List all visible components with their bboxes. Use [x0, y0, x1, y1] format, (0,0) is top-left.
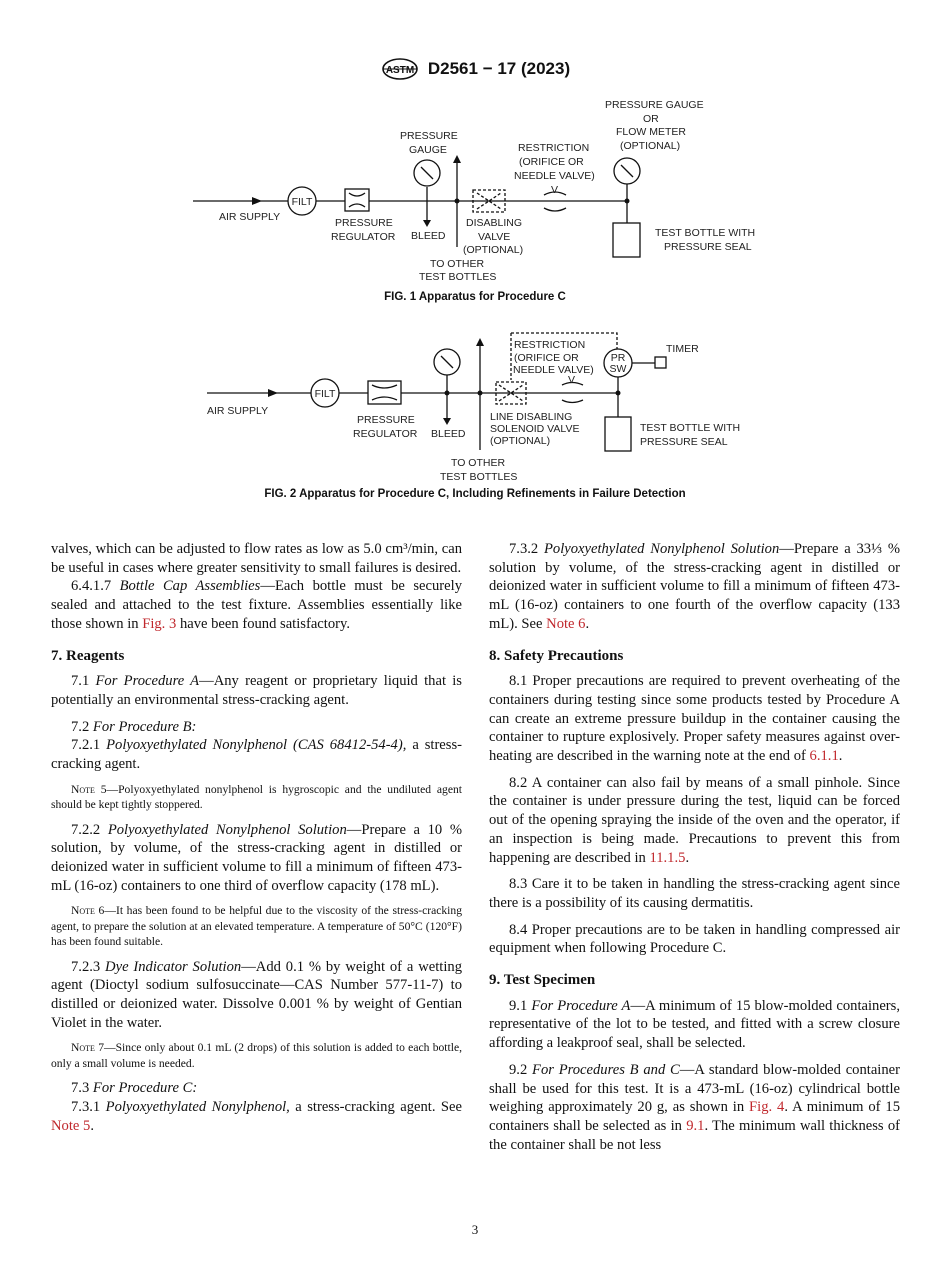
fig1-bottle-1: TEST BOTTLE WITH — [655, 227, 755, 239]
fig1-restriction-3: NEEDLE VALVE) — [514, 170, 595, 182]
fig2-restriction-1: RESTRICTION — [514, 339, 585, 351]
link-fig-3[interactable]: Fig. 3 — [142, 615, 177, 632]
astm-logo: ASTM — [382, 58, 418, 80]
fig2-line-1: LINE DISABLING — [490, 411, 572, 423]
fig2-bottle-2: PRESSURE SEAL — [640, 436, 728, 448]
para-7-3-1: 7.3.1 Polyoxyethylated Nonylphenol, a st… — [51, 1098, 462, 1134]
figure-2-diagram: FILT AIR SUPPLY PRESSURE REGULATOR BLEED… — [207, 332, 740, 483]
fig1-regulator-2: REGULATOR — [331, 231, 396, 243]
link-11-1-5[interactable]: 11.1.5 — [649, 849, 686, 866]
para-8-1: 8.1 Proper precautions are required to p… — [489, 673, 900, 765]
para-7-1: 7.1 For Procedure A—Any reagent or propr… — [51, 673, 462, 708]
fig2-bleed: BLEED — [431, 428, 466, 440]
fig1-v: V — [551, 184, 558, 196]
fig2-regulator-2: REGULATOR — [353, 428, 418, 440]
para-7-3: 7.3 For Procedure C: — [71, 1080, 198, 1097]
fig1-disabling-3: (OPTIONAL) — [463, 244, 523, 256]
fig1-restriction-1: RESTRICTION — [518, 142, 589, 154]
fig2-v: V — [568, 374, 575, 386]
note-5: Note 5—Polyoxyethylated nonylphenol is h… — [51, 782, 462, 812]
fig1-other-2: TEST BOTTLES — [419, 271, 496, 283]
designation: D2561 − 17 (2023) — [427, 59, 571, 78]
para-9-2: 9.2 For Procedures B and C—A standard bl… — [489, 1061, 901, 1153]
para-7-2-1: 7.2.1 Polyoxyethylated Nonylphenol (CAS … — [51, 737, 463, 773]
figure-2: FILT AIR SUPPLY PRESSURE REGULATOR BLEED… — [0, 325, 950, 490]
fig2-regulator-1: PRESSURE — [357, 414, 415, 426]
fig2-timer: TIMER — [666, 343, 699, 355]
fig1-bleed: BLEED — [411, 230, 446, 242]
heading-reagents: 7. Reagents — [51, 647, 125, 664]
fig2-line-2: SOLENOID VALVE — [490, 423, 579, 435]
fig1-gauge-or-1: PRESSURE GAUGE — [605, 99, 704, 111]
page-number: 3 — [471, 1222, 479, 1237]
astm-logo-text: ASTM — [386, 65, 414, 76]
para-9-1: 9.1 For Procedure A—A minimum of 15 blow… — [489, 997, 900, 1052]
fig1-gauge-2: GAUGE — [409, 144, 447, 156]
para-8-2: 8.2 A container can also fail by means o… — [489, 774, 900, 866]
heading-safety: 8. Safety Precautions — [489, 647, 624, 664]
fig2-other-1: TO OTHER — [451, 457, 505, 469]
fig1-gauge-or-2: OR — [643, 113, 659, 125]
fig1-gauge-or-4: (OPTIONAL) — [620, 140, 680, 152]
note-6: Note 6—It has been found to be helpful d… — [51, 904, 462, 949]
left-column: valves, which can be adjusted to flow ra… — [51, 540, 462, 1135]
fig2-air-supply: AIR SUPPLY — [207, 405, 268, 417]
fig2-other-2: TEST BOTTLES — [440, 471, 517, 483]
fig2-filt: FILT — [315, 388, 336, 400]
fig1-disabling-2: VALVE — [478, 231, 510, 243]
fig1-other-1: TO OTHER — [430, 258, 484, 270]
fig2-restriction-2: (ORIFICE OR — [514, 352, 579, 364]
fig1-air-supply: AIR SUPPLY — [219, 211, 280, 223]
fig1-gauge-1: PRESSURE — [400, 130, 458, 142]
fig1-regulator-1: PRESSURE — [335, 217, 393, 229]
para-6-4-1-7: 6.4.1.7 Bottle Cap Assemblies—Each bottl… — [51, 578, 462, 632]
fig1-disabling-1: DISABLING — [466, 217, 522, 229]
note-7: Note 7—Since only about 0.1 mL (2 drops)… — [51, 1041, 462, 1070]
figure-1-caption: FIG. 1 Apparatus for Procedure C — [384, 291, 566, 303]
figure-1: FILT AIR SUPPLY PRESSURE REGULATOR BLEED… — [0, 95, 950, 290]
fig2-bottle-1: TEST BOTTLE WITH — [640, 422, 740, 434]
link-6-1-1[interactable]: 6.1.1 — [809, 748, 839, 765]
link-note-6[interactable]: Note 6 — [546, 615, 586, 632]
fig1-bottle-2: PRESSURE SEAL — [664, 241, 752, 253]
para-7-2-2: 7.2.2 Polyoxyethylated Nonylphenol Solut… — [51, 821, 462, 894]
link-note-5[interactable]: Note 5 — [51, 1117, 91, 1134]
fig1-filt: FILT — [292, 196, 313, 208]
fig2-line-3: (OPTIONAL) — [490, 435, 550, 447]
page-header: ASTM D2561 − 17 (2023) — [0, 58, 950, 85]
fig2-restriction-3: NEEDLE VALVE) — [513, 364, 594, 376]
link-fig-4[interactable]: Fig. 4 — [749, 1099, 785, 1116]
para-continued: valves, which can be adjusted to flow ra… — [51, 541, 462, 576]
para-8-4: 8.4 Proper precautions are to be taken i… — [489, 921, 900, 957]
fig2-pr: PR — [611, 352, 626, 364]
figure-1-diagram: FILT AIR SUPPLY PRESSURE REGULATOR BLEED… — [193, 99, 755, 283]
fig1-gauge-or-3: FLOW METER — [616, 126, 686, 138]
fig1-restriction-2: (ORIFICE OR — [519, 156, 584, 168]
para-7-3-2: 7.3.2 Polyoxyethylated Nonylphenol Solut… — [489, 541, 900, 632]
heading-test-specimen: 9. Test Specimen — [489, 972, 596, 989]
link-9-1[interactable]: 9.1 — [686, 1117, 705, 1134]
right-column: 7.3.2 Polyoxyethylated Nonylphenol Solut… — [489, 540, 900, 1154]
para-8-3: 8.3 Care it to be taken in handling the … — [489, 876, 900, 911]
para-7-2-3: 7.2.3 Dye Indicator Solution—Add 0.1 % b… — [51, 958, 462, 1031]
para-7-2: 7.2 For Procedure B: — [71, 718, 197, 735]
fig2-sw: SW — [610, 363, 627, 375]
figure-2-caption: FIG. 2 Apparatus for Procedure C, Includ… — [264, 488, 686, 500]
